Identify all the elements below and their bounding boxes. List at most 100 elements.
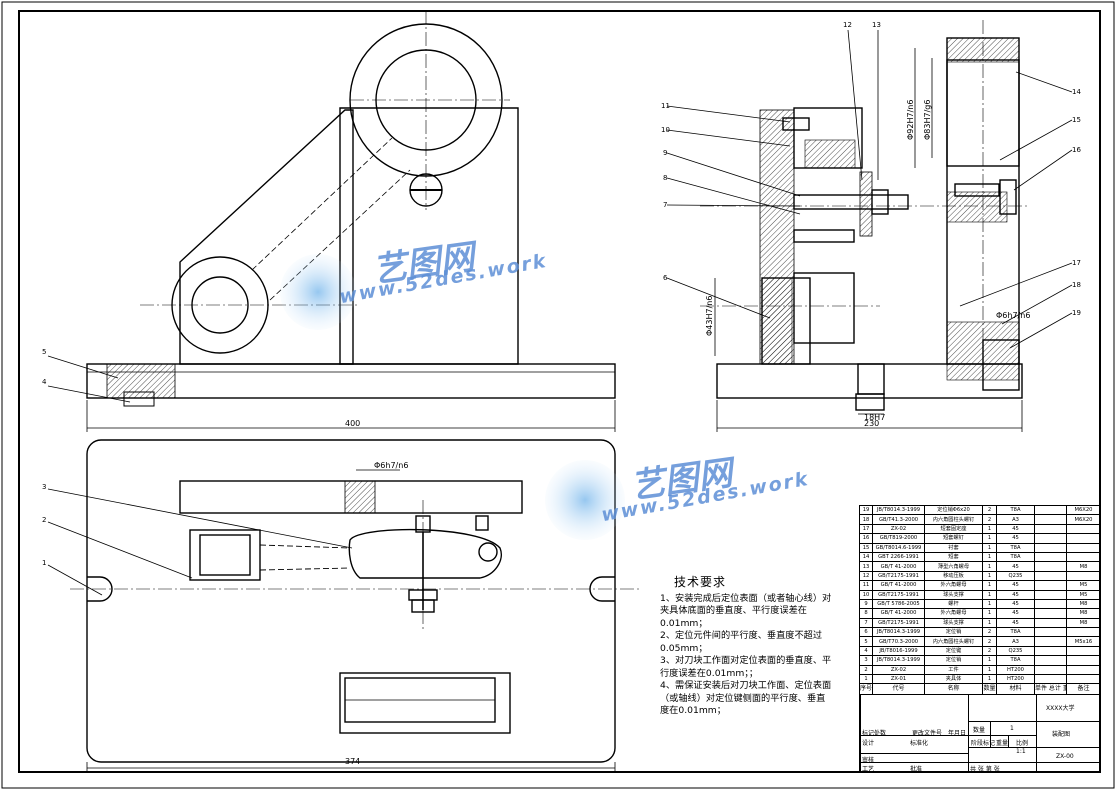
bom-cell [1034, 608, 1067, 619]
bom-cell: M8 [1066, 561, 1101, 572]
title-craft: 工艺 [862, 766, 875, 773]
bom-cell: T8A [996, 551, 1035, 563]
bom-cell: 18 [859, 514, 873, 525]
bom-cell: T8A [996, 542, 1035, 553]
bom-cell [1034, 627, 1067, 638]
callout-4: 4 [42, 378, 47, 386]
bom-cell: ZX-02 [872, 664, 925, 676]
bom-cell: 内六角圆柱头螺钉 [924, 514, 983, 525]
title-sheet: 共 张 第 张 [970, 766, 1000, 773]
bom-cell: 9 [859, 598, 873, 610]
callout-11: 11 [661, 102, 670, 110]
title-qty: 1 [1010, 725, 1014, 732]
callout-10: 10 [661, 126, 670, 134]
side-view [700, 20, 1030, 411]
title-row-label: 更改文件号 [912, 730, 943, 737]
dim-6h7-side: Φ6h7/n6 [996, 311, 1030, 320]
bom-cell [1034, 664, 1067, 676]
title-stage-label: 阶段标记 [971, 740, 996, 747]
bom-cell: T8A [996, 655, 1035, 666]
bom-cell [1034, 589, 1067, 600]
callout-5: 5 [42, 348, 46, 356]
bom-cell: 45 [996, 523, 1035, 535]
front-view [86, 10, 616, 407]
bom-cell: 定位销Φ6x20 [924, 504, 983, 516]
front-dimension [86, 400, 616, 432]
bom-cell: GB/T 41-2000 [872, 561, 925, 572]
bom-cell: 15 [859, 542, 873, 553]
bom-cell: 定位键 [924, 645, 983, 657]
bom-cell: 13 [859, 561, 873, 572]
bom-cell: T8A [996, 504, 1035, 516]
bom-cell [1034, 561, 1067, 572]
tech-line: 夹具体底面的垂直度、平行度误差在 [660, 605, 807, 616]
bom-cell: 外六角螺母 [924, 608, 983, 619]
bom-cell: 7 [859, 617, 873, 629]
bom-cell: 2 [982, 645, 997, 657]
bom-cell: 2 [982, 636, 997, 647]
bom-cell: 2 [982, 504, 997, 516]
bom-cell: 1 [859, 674, 873, 685]
title-weight-label: 重量 [996, 740, 1009, 747]
bom-cell: 定位销 [924, 655, 983, 666]
bom-cell: GB/T2175-1991 [872, 589, 925, 600]
bom-cell: M6X20 [1066, 504, 1101, 516]
bom-cell: 11 [859, 580, 873, 591]
bom-cell: 1 [982, 561, 997, 572]
bom-cell: GB/T2175-1991 [872, 617, 925, 629]
bom-cell [1066, 570, 1101, 582]
bom-cell: 短套 [924, 551, 983, 563]
bom-cell: T8A [996, 627, 1035, 638]
bom-cell [1066, 664, 1101, 676]
bom-cell: JB/T8014.3-1999 [872, 504, 925, 516]
bom-cell: 球头支撑 [924, 589, 983, 600]
bom-cell: 薄型六角螺母 [924, 561, 983, 572]
dim-6h7-plan: Φ6h7/n6 [374, 461, 408, 470]
bom-cell [1034, 580, 1067, 591]
bom-cell: GB/T41.3-2000 [872, 514, 925, 525]
title-scale-label: 比例 [1016, 740, 1029, 747]
bom-cell [1066, 533, 1101, 544]
inner-border [18, 10, 1101, 773]
bom-cell: 1 [982, 551, 997, 563]
bom-cell: 1 [982, 655, 997, 666]
bom-cell [1034, 542, 1067, 553]
bom-cell: 5 [859, 636, 873, 647]
title-check: 审核 [862, 757, 875, 764]
dim-374: 374 [345, 757, 360, 766]
bom-cell [1034, 551, 1067, 563]
bom-cell: 1 [982, 533, 997, 544]
callout-18: 18 [1072, 281, 1081, 289]
bom-cell: 6 [859, 627, 873, 638]
bom-cell: M5 [1066, 589, 1101, 600]
callout-15: 15 [1072, 116, 1081, 124]
tech-line: 3、对刀块工作面对定位表面的垂直度、平 [660, 655, 832, 666]
tech-line: 行度误差在0.01mm；； [660, 667, 759, 679]
bom-cell: 1 [982, 523, 997, 535]
callout-1: 1 [42, 559, 46, 567]
watermark-globe-2 [545, 460, 625, 540]
dim-400: 400 [345, 419, 360, 428]
bom-cell: 夹具体 [924, 674, 983, 685]
title-school: XXXX大学 [1046, 705, 1075, 712]
tech-title: 技术要求 [674, 575, 727, 589]
bom-cell: 1 [982, 570, 997, 582]
callout-17: 17 [1072, 259, 1081, 267]
bom-cell: M6X20 [1066, 514, 1101, 525]
bom-cell [1066, 551, 1101, 563]
bom-cell [1034, 598, 1067, 610]
dim-92: Φ92H7/n6 [906, 100, 915, 140]
tech-line: （或轴线）对定位键侧面的平行度、垂直 [660, 692, 826, 704]
bom-cell: JB/T8014.3-1999 [872, 627, 925, 638]
bom-cell [1066, 674, 1101, 685]
